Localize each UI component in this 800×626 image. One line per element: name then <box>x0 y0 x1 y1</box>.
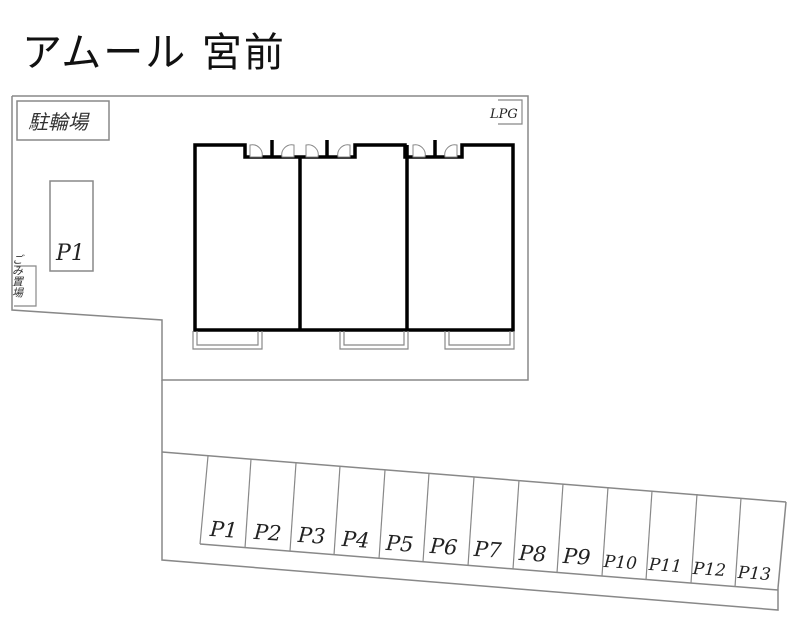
site-boundary <box>11 95 529 381</box>
balconies <box>192 331 515 350</box>
stall-label[interactable]: P11 <box>647 555 682 577</box>
stall-label[interactable]: P12 <box>691 559 726 581</box>
stall-label[interactable]: P7 <box>472 537 503 563</box>
garbage-area-label: ごみ置場 <box>10 254 24 298</box>
upper-parking-label: P1 <box>55 241 85 266</box>
stall-label[interactable]: P5 <box>384 531 414 557</box>
upper-parking-space[interactable] <box>49 180 94 272</box>
stall-label[interactable]: P9 <box>561 544 591 570</box>
stall-label[interactable]: P10 <box>602 552 638 574</box>
lpg-box <box>498 99 523 125</box>
entrance-doors <box>249 144 458 158</box>
parking-stall-labels: P1 P2 P3 P4 P5 P6 P7 P8 P9 P10 P11 P12 P… <box>208 517 771 585</box>
bicycle-parking-area <box>16 100 110 141</box>
stall-label[interactable]: P1 <box>208 517 238 543</box>
building <box>193 140 515 332</box>
stall-label[interactable]: P8 <box>517 541 547 567</box>
stall-label[interactable]: P6 <box>428 534 458 560</box>
page-title: アムール 宮前 <box>22 30 286 76</box>
bicycle-parking-label: 駐輪場 <box>28 110 90 134</box>
garbage-area <box>14 265 37 307</box>
stall-label[interactable]: P3 <box>296 523 326 549</box>
lpg-label: LPG <box>489 107 518 122</box>
stall-label[interactable]: P4 <box>340 527 370 553</box>
stall-label[interactable]: P13 <box>736 563 771 585</box>
stall-label[interactable]: P2 <box>252 520 282 546</box>
parking-stall-dividers <box>199 455 742 588</box>
